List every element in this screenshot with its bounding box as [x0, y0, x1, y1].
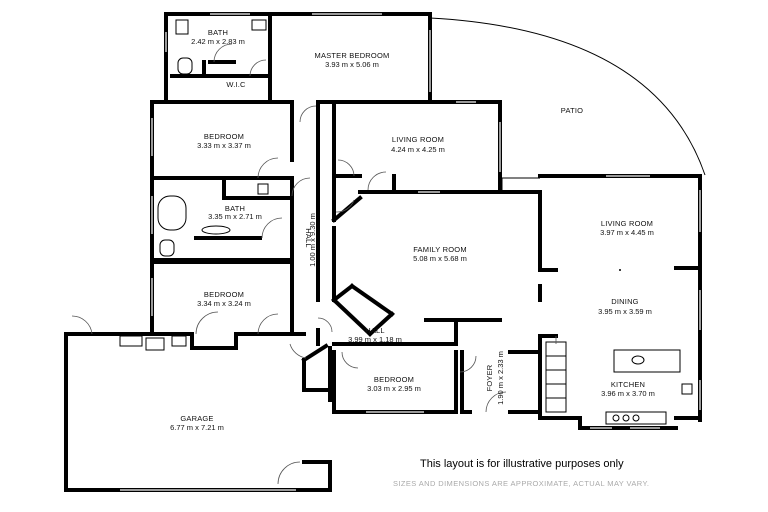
bedroom-1-dim: 3.33 m x 3.37 m	[197, 141, 251, 150]
marker-dot	[619, 269, 621, 271]
walls-left-block	[150, 100, 294, 262]
bedroom-2-dim: 3.34 m x 3.24 m	[197, 299, 251, 308]
illustrative-note: This layout is for illustrative purposes…	[420, 458, 624, 470]
bath-mid-name: BATH	[225, 204, 245, 213]
bedroom-2-name: BEDROOM	[204, 290, 244, 299]
bath-mid-dim: 3.35 m x 2.71 m	[208, 212, 262, 221]
dining-name: DINING	[611, 297, 638, 306]
bedroom-1-name: BEDROOM	[204, 132, 244, 141]
windows-south-block	[341, 351, 507, 413]
walls-family-room	[331, 177, 558, 337]
hall-long-name: HALL	[304, 228, 313, 248]
windows-top-block	[165, 13, 431, 92]
garage-dim: 6.77 m x 7.21 m	[170, 423, 224, 432]
patio-outline	[429, 17, 706, 176]
foyer-name: FOYER	[485, 364, 494, 391]
wic-name: W.I.C	[226, 80, 246, 89]
bath-top-dim: 2.42 m x 2.83 m	[191, 37, 245, 46]
bedroom-3-name: BEDROOM	[374, 375, 414, 384]
windows-living-room-1	[337, 101, 501, 191]
dining-dim: 3.95 m x 3.59 m	[598, 307, 652, 316]
disclaimer-note: SIZES AND DIMENSIONS ARE APPROXIMATE, AC…	[393, 479, 650, 488]
kitchen-name: KITCHEN	[611, 380, 645, 389]
fixtures-mid-bath	[157, 157, 311, 257]
fixtures-kitchen	[545, 336, 693, 425]
windows-family-room	[335, 191, 440, 213]
marker-dot	[539, 299, 541, 301]
fixtures-garage	[71, 315, 307, 491]
family-room-dim: 5.08 m x 5.68 m	[413, 254, 467, 263]
family-room-name: FAMILY ROOM	[413, 245, 467, 254]
master-bedroom-dim: 3.93 m x 5.06 m	[325, 60, 379, 69]
bedroom-3-dim: 3.03 m x 2.95 m	[367, 384, 421, 393]
kitchen-dim: 3.96 m x 3.70 m	[601, 389, 655, 398]
hall-short-name: HALL	[365, 326, 385, 335]
walls-garage	[64, 332, 332, 492]
walls-hall	[290, 100, 333, 346]
garage-name: GARAGE	[180, 414, 213, 423]
windows-bedroom-2	[151, 278, 279, 335]
hall-long-dim: 1.00 m x 9.30 m	[308, 213, 317, 267]
master-bedroom-name: MASTER BEDROOM	[315, 51, 390, 60]
living-room-2-dim: 3.97 m x 4.45 m	[600, 228, 654, 237]
hall-short-dim: 3.99 m x 1.18 m	[348, 335, 402, 344]
foyer-dim: 1.90 m x 2.33 m	[496, 351, 505, 405]
living-room-2-name: LIVING ROOM	[601, 219, 653, 228]
living-room-1-dim: 4.24 m x 4.25 m	[391, 145, 445, 154]
patio-name: PATIO	[561, 106, 583, 115]
living-room-1-name: LIVING ROOM	[392, 135, 444, 144]
fixtures-top-bath	[175, 19, 267, 77]
windows-east-block	[590, 175, 701, 429]
bath-top-name: BATH	[208, 28, 228, 37]
